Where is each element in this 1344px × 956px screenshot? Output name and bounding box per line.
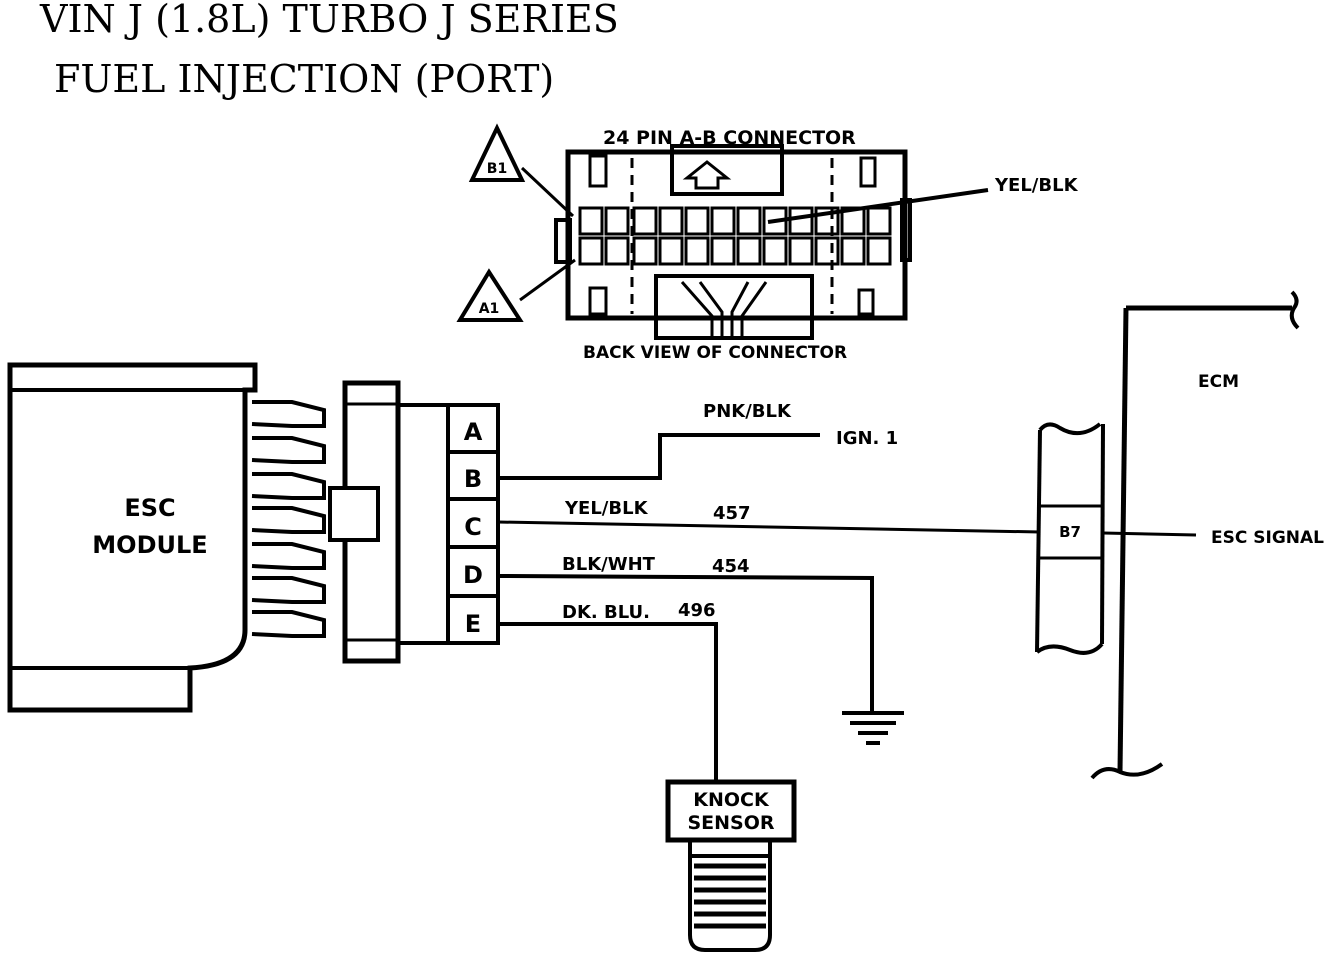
diagram-title-line1: VIN J (1.8L) TURBO J SERIES: [39, 0, 619, 41]
wire-e-circuit: 496: [678, 600, 716, 621]
connector-wire-leader: [767, 188, 989, 224]
wire-b-destination: IGN. 1: [836, 428, 898, 449]
pin-d-label: D: [463, 561, 483, 589]
wire-d: BLK/WHT 454: [497, 554, 874, 712]
wire-c-circuit: 457: [713, 503, 751, 524]
ecm-pin-label: B7: [1059, 523, 1081, 541]
wire-e-color: DK. BLU.: [562, 602, 650, 623]
knock-sensor-label-line1: KNOCK: [693, 789, 770, 811]
b1-marker-label: B1: [487, 161, 507, 177]
a1-marker: A1: [456, 258, 576, 322]
esc-module-label-line1: ESC: [124, 494, 175, 522]
wire-c-color: YEL/BLK: [564, 498, 649, 519]
knock-sensor: KNOCK SENSOR: [665, 779, 797, 952]
pin-a-label: A: [464, 418, 483, 446]
pin-c-label: C: [464, 513, 482, 541]
connector-title: 24 PIN A-B CONNECTOR: [603, 127, 856, 149]
connector-wire-label: YEL/BLK: [994, 175, 1079, 196]
b1-marker: B1: [468, 123, 575, 218]
pin-e-label: E: [465, 610, 481, 638]
pin-b: B: [446, 450, 500, 501]
pin-b-label: B: [464, 465, 482, 493]
wire-d-color: BLK/WHT: [562, 554, 656, 575]
pin-d: D: [446, 545, 500, 598]
diagram-title-line2: FUEL INJECTION (PORT): [54, 57, 554, 101]
wire-d-circuit: 454: [712, 556, 750, 577]
wire-b: PNK/BLK IGN. 1: [498, 401, 898, 480]
esc-module-label-line2: MODULE: [92, 531, 207, 559]
pin-a: A: [446, 403, 500, 454]
ecm: ECM B7 ESC SIGNAL: [1035, 290, 1324, 780]
connector-back-view: 24 PIN A-B CONNECTOR: [554, 127, 912, 363]
ecm-signal-label: ESC SIGNAL: [1211, 528, 1324, 548]
wire-c: YEL/BLK 457: [497, 498, 1041, 534]
ecm-label: ECM: [1198, 372, 1239, 392]
esc-module: ESC MODULE: [7, 362, 326, 713]
a1-marker-label: A1: [479, 301, 500, 317]
knock-sensor-label-line2: SENSOR: [687, 812, 774, 834]
connector-caption: BACK VIEW OF CONNECTOR: [583, 343, 847, 363]
ground-icon: [842, 711, 904, 745]
pin-e: E: [446, 594, 500, 645]
wire-e: DK. BLU. 496: [498, 600, 718, 782]
pin-c: C: [446, 497, 500, 549]
module-connector: [328, 380, 450, 664]
wire-b-color: PNK/BLK: [703, 401, 792, 422]
